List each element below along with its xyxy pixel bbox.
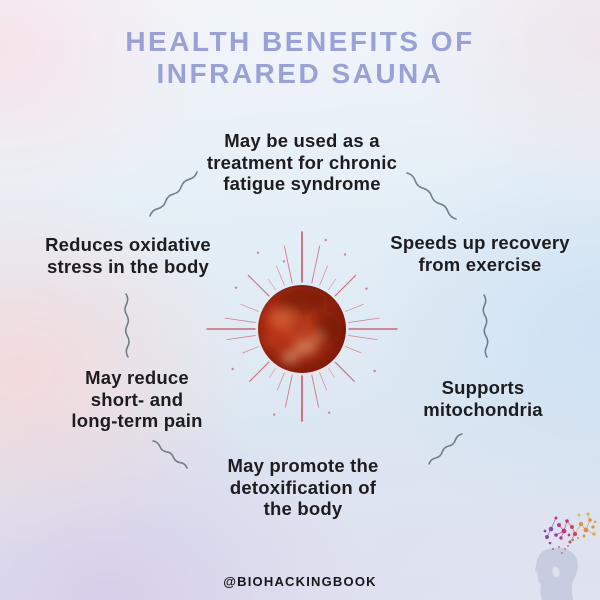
benefit-lower-right: Supports mitochondria <box>423 377 543 420</box>
benefit-upper-left: Reduces oxidative stress in the body <box>45 234 211 277</box>
neural-network-dots <box>543 512 597 554</box>
benefit-bottom: May promote the detoxification of the bo… <box>227 455 379 520</box>
benefit-upper-right: Speeds up recovery from exercise <box>390 232 570 275</box>
sun-sphere-texture <box>264 287 342 363</box>
title-line-1: HEALTH BENEFITS OF <box>125 26 475 57</box>
page-title: HEALTH BENEFITS OF INFRARED SAUNA <box>0 26 600 90</box>
connector-squiggle-right <box>482 294 489 358</box>
connector-squiggle-left <box>124 293 130 358</box>
benefit-lower-left: May reduce short- and long-term pain <box>71 367 203 432</box>
author-handle: @BIOHACKINGBOOK <box>223 574 377 589</box>
benefit-top: May be used as a treatment for chronic f… <box>206 130 398 195</box>
connector-squiggle-bottom-right <box>428 433 463 465</box>
sun-sphere <box>258 285 346 373</box>
title-line-2: INFRARED SAUNA <box>156 57 444 89</box>
